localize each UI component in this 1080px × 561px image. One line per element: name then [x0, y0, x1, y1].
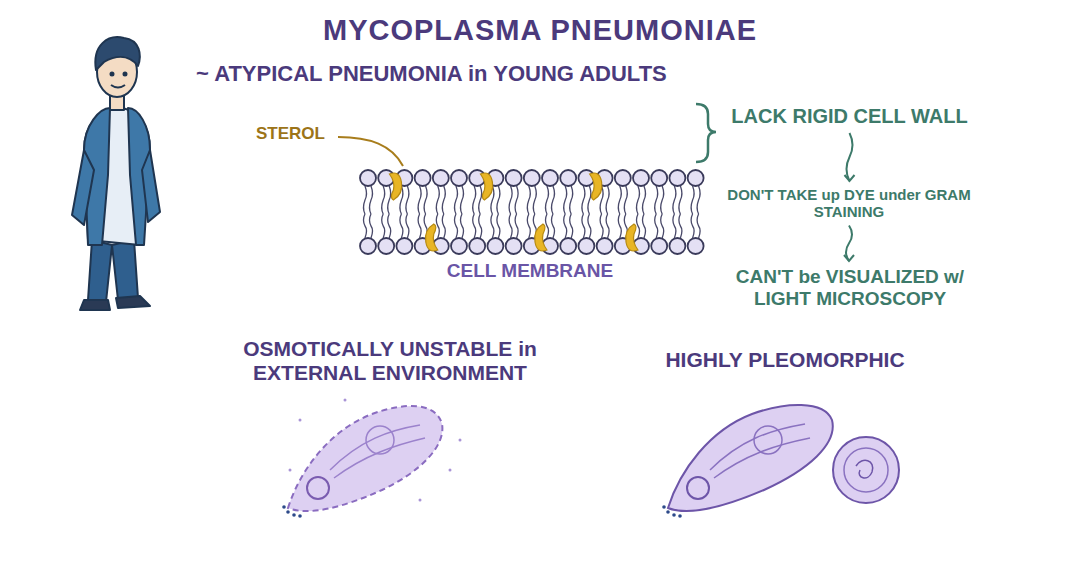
lipid-head [688, 170, 704, 186]
note-text: DON'T TAKE up DYE under GRAM STAINING [724, 186, 974, 221]
lipid-tail [691, 214, 700, 238]
lipid-head [360, 170, 376, 186]
lipid-tail [546, 186, 555, 214]
label-text: ~ ATYPICAL PNEUMONIA in YOUNG ADULTS [196, 61, 756, 86]
sterol-molecule [535, 224, 547, 251]
lipid-tail [564, 186, 573, 214]
lipid-tail [382, 186, 391, 214]
lipid-head [542, 170, 558, 186]
label-text: STEROL [256, 124, 346, 144]
label-text: OSMOTICALLY UNSTABLE in EXTERNAL ENVIRON… [210, 337, 570, 385]
lipid-tail [655, 186, 664, 214]
lipid-head [669, 238, 685, 254]
lipid-tail [491, 214, 500, 238]
title: MYCOPLASMA PNEUMONIAE [240, 14, 840, 47]
lipid-tail [509, 186, 518, 214]
student-figure [72, 37, 160, 310]
lipid-tail [364, 214, 373, 238]
lipid-tail [673, 186, 682, 214]
arrow-shaft [846, 226, 852, 262]
lipid-head [578, 238, 594, 254]
lipid-head [597, 238, 613, 254]
lipid-tail [436, 186, 445, 214]
sterol-molecule [626, 224, 638, 251]
lipid-tail [418, 186, 427, 214]
lipid-tail [473, 214, 482, 238]
lipid-tail [400, 214, 409, 238]
note-text: LACK RIGID CELL WALL [712, 105, 987, 128]
lipid-head [651, 170, 667, 186]
lipid-tail [455, 214, 464, 238]
lipid-head [524, 170, 540, 186]
label-text: CELL MEMBRANE [420, 260, 640, 282]
note-box: DON'T TAKE up DYE under GRAM STAINING [724, 186, 974, 221]
lipid-head [451, 238, 467, 254]
bracket [696, 104, 716, 162]
note-box: CAN'T be VISUALIZED w/ LIGHT MICROSCOPY [710, 266, 990, 310]
sterol-molecule [425, 224, 437, 251]
lipid-head [506, 238, 522, 254]
squiggle-arrow [844, 226, 854, 262]
lipid-head [451, 170, 467, 186]
lipid-tail [582, 214, 591, 238]
lipid-tail [673, 214, 682, 238]
lipid-tail [509, 214, 518, 238]
lipid-head [506, 170, 522, 186]
unstable-cell [282, 399, 461, 518]
lipid-tail [436, 214, 445, 238]
lipid-head [433, 170, 449, 186]
lipid-tail [564, 214, 573, 238]
cell-membrane [360, 170, 704, 254]
lipid-head [396, 238, 412, 254]
lipid-tail [455, 186, 464, 214]
lipid-head [415, 170, 431, 186]
lipid-tail [473, 186, 482, 214]
arrow-shaft [847, 133, 853, 181]
lipid-tail [600, 214, 609, 238]
lipid-head [560, 170, 576, 186]
label-text: HIGHLY PLEOMORPHIC [630, 348, 940, 372]
arrow-head [845, 175, 855, 181]
lipid-head [633, 170, 649, 186]
lipid-tail [655, 214, 664, 238]
lipid-head [378, 238, 394, 254]
note-box: LACK RIGID CELL WALL [712, 105, 987, 128]
lipid-head [560, 238, 576, 254]
sterol-molecule [389, 173, 401, 200]
lipid-head [669, 170, 685, 186]
sterol-molecule [480, 173, 492, 200]
lipid-tail [382, 214, 391, 238]
lipid-tail [618, 186, 627, 214]
arrow-head [844, 255, 854, 261]
pleomorphic-cells [662, 405, 899, 518]
lipid-head [651, 238, 667, 254]
lipid-tail [527, 186, 536, 214]
lipid-tail [364, 186, 373, 214]
squiggle-arrow [845, 133, 855, 181]
sterol-molecule [590, 173, 602, 200]
lipid-head [615, 170, 631, 186]
lipid-tail [546, 214, 555, 238]
note-text: CAN'T be VISUALIZED w/ LIGHT MICROSCOPY [710, 266, 990, 310]
lipid-head [360, 238, 376, 254]
leader-line [338, 137, 403, 166]
lipid-tail [691, 186, 700, 214]
lipid-head [487, 238, 503, 254]
lipid-head [469, 238, 485, 254]
lipid-head [688, 238, 704, 254]
lipid-tail [637, 186, 646, 214]
lipid-tail [582, 186, 591, 214]
lipid-tail [637, 214, 646, 238]
